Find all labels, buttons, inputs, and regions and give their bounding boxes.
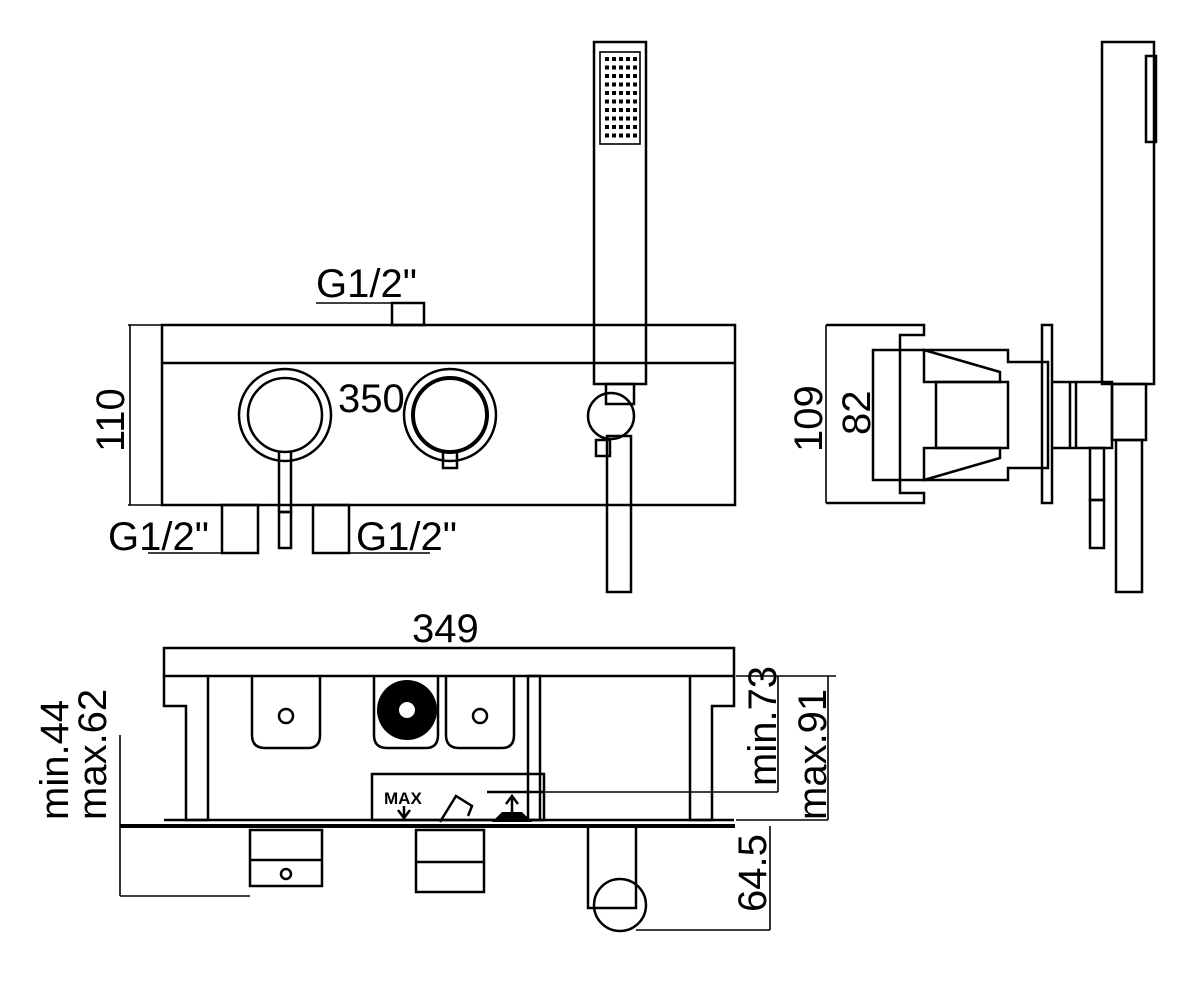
nozzle <box>605 74 609 78</box>
nozzle <box>619 65 623 70</box>
top-cover-plate <box>162 646 736 678</box>
max-marker-label: MAX <box>384 789 422 808</box>
outlet-offset-label: 64.5 <box>731 834 775 912</box>
shower-nozzles <box>605 57 637 138</box>
nozzle <box>612 125 616 129</box>
nozzle <box>612 74 616 78</box>
nozzle <box>612 82 616 87</box>
overall-depth-label: 109 <box>787 385 831 452</box>
nozzle <box>612 108 616 112</box>
nozzle <box>633 99 637 104</box>
nozzle <box>605 99 609 104</box>
bottom-inlet-right <box>311 503 351 555</box>
nozzle <box>633 82 637 87</box>
nozzle <box>612 99 616 104</box>
right-min-label: min.73 <box>741 666 785 786</box>
nozzle <box>626 82 630 87</box>
nozzle <box>626 125 630 129</box>
hand-shower <box>586 40 648 594</box>
front-plate <box>160 323 737 507</box>
nozzle <box>633 116 637 121</box>
right-max-label: max.91 <box>791 689 835 820</box>
width-label: 349 <box>412 607 479 651</box>
nozzle <box>612 65 616 70</box>
nozzle <box>626 116 630 121</box>
front-view <box>128 40 737 594</box>
nozzle <box>619 133 623 138</box>
thread-right-label: G1/2" <box>356 515 457 559</box>
nozzle <box>626 108 630 112</box>
nozzle <box>605 116 609 121</box>
bottom-inlet-left <box>220 503 260 555</box>
left-min-label: min.44 <box>33 700 77 820</box>
side-view <box>825 40 1158 594</box>
thread-left-label: G1/2" <box>108 515 209 559</box>
nozzle <box>626 91 630 95</box>
nozzle <box>612 57 616 61</box>
nozzle <box>619 116 623 121</box>
top-view <box>119 646 836 933</box>
nozzle <box>633 108 637 112</box>
height-label: 110 <box>89 388 133 452</box>
nozzle <box>605 91 609 95</box>
top-inlet <box>390 301 426 327</box>
thread-top-label: G1/2" <box>316 262 417 306</box>
nozzle <box>619 125 623 129</box>
nozzle <box>605 108 609 112</box>
center-distance-label: 350 <box>338 377 405 421</box>
nozzle <box>633 74 637 78</box>
left-max-label: max.62 <box>71 689 115 820</box>
nozzle <box>633 65 637 70</box>
nozzle <box>633 133 637 138</box>
nozzle <box>619 57 623 61</box>
nozzle <box>626 74 630 78</box>
nozzle <box>619 91 623 95</box>
nozzle <box>605 133 609 138</box>
nozzle <box>619 108 623 112</box>
side-wall-plate <box>1040 323 1054 505</box>
nozzle <box>612 133 616 138</box>
nozzle <box>612 116 616 121</box>
nozzle <box>619 82 623 87</box>
right-diverter-knob <box>402 367 498 470</box>
nozzle <box>626 99 630 104</box>
nozzle <box>612 91 616 95</box>
nozzle <box>626 57 630 61</box>
nozzle <box>605 82 609 87</box>
nozzle <box>633 57 637 61</box>
nozzle <box>605 65 609 70</box>
nozzle <box>605 57 609 61</box>
left-mixer-knob <box>237 367 333 550</box>
nozzle <box>633 91 637 95</box>
nozzle <box>605 125 609 129</box>
nozzle <box>633 125 637 129</box>
nozzle <box>626 133 630 138</box>
body-depth-label: 82 <box>835 391 879 436</box>
nozzle <box>619 74 623 78</box>
dim-110 <box>128 324 162 506</box>
nozzle <box>626 65 630 70</box>
nozzle <box>619 99 623 104</box>
